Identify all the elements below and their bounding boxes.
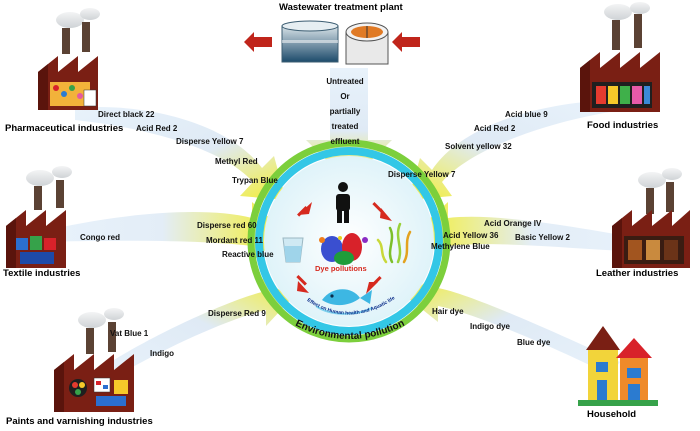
aquatic-plant-icon <box>376 222 412 264</box>
arrow-household <box>408 272 620 375</box>
dye-label: Blue dye <box>517 338 551 347</box>
pharmaceutical-title: Pharmaceutical industries <box>5 123 124 134</box>
dye-splash-icon <box>319 233 368 265</box>
food-factory-icon <box>580 2 660 112</box>
arrow-paints <box>95 276 292 380</box>
effluent-line: treated <box>331 122 359 131</box>
dye-label: Mordant red 11 <box>206 236 263 245</box>
dye-label: Disperse Red 9 <box>208 309 266 318</box>
dye-label: Direct black 22 <box>98 110 155 119</box>
dye-label: Disperse Yellow 7 <box>176 137 244 146</box>
dye-label: Disperse Yellow 7 <box>388 170 456 179</box>
food-title: Food industries <box>587 120 659 131</box>
leather-factory-icon <box>612 168 690 268</box>
textile-factory-icon <box>6 166 72 268</box>
effluent-line: partially <box>329 107 361 116</box>
paints-title: Paints and varnishing industries <box>6 416 153 427</box>
dye-label: Acid Yellow 36 <box>443 231 499 240</box>
human-icon <box>336 182 350 223</box>
cycle-arrows <box>296 202 392 294</box>
household-title: Household <box>587 409 637 420</box>
arrow-textile <box>40 202 285 262</box>
dye-label: Basic Yellow 2 <box>515 233 570 242</box>
household-icon <box>578 326 658 406</box>
effluent-line: Or <box>340 92 350 101</box>
dye-label: Methyl Red <box>215 157 258 166</box>
dye-label: Trypan Blue <box>232 176 278 185</box>
water-glass-icon <box>282 237 304 263</box>
dye-label: Vat Blue 1 <box>110 329 149 338</box>
dye-label: Disperse red 60 <box>197 221 257 230</box>
dye-label: Acid Orange IV <box>484 219 542 228</box>
dye-label: Acid Red 2 <box>136 124 178 133</box>
dye-label: Methylene Blue <box>431 242 490 251</box>
dye-pollutions-label: Dye pollutions <box>315 264 367 273</box>
effluent-text: Untreated Or partially treated effluent <box>315 74 375 149</box>
plant-flow-arrows <box>244 32 420 52</box>
effluent-line: effluent <box>330 137 360 146</box>
dye-label: Hair dye <box>432 307 464 316</box>
dye-label: Indigo dye <box>470 322 510 331</box>
arrow-pharmaceutical <box>75 107 286 200</box>
plant-title: Wastewater treatment plant <box>279 2 403 13</box>
textile-title: Textile industries <box>3 268 81 279</box>
dye-label: Indigo <box>150 349 174 358</box>
ring-outer-green <box>247 139 451 343</box>
dye-label: Congo red <box>80 233 120 242</box>
ring-cyan <box>255 147 443 335</box>
treatment-plant-icon <box>281 20 389 65</box>
leather-title: Leather industries <box>596 268 679 279</box>
effluent-line: Untreated <box>326 77 364 86</box>
pharmaceutical-factory-icon <box>38 8 100 110</box>
dye-label: Solvent yellow 32 <box>445 142 512 151</box>
paints-factory-icon <box>54 308 134 412</box>
fish-icon <box>315 289 373 315</box>
dye-label: Reactive blue <box>222 250 274 259</box>
arrow-leather <box>415 202 650 262</box>
dye-label: Acid Red 2 <box>474 124 516 133</box>
dye-label: Acid blue 9 <box>505 110 548 119</box>
